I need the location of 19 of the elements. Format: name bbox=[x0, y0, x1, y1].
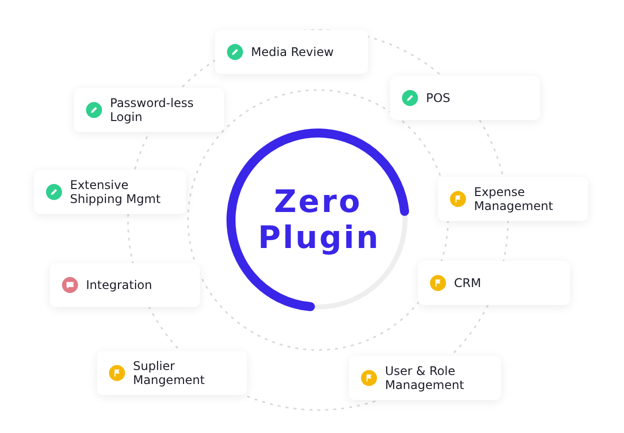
feature-card bbox=[349, 356, 501, 400]
feature-card bbox=[34, 170, 186, 214]
feature-card bbox=[50, 263, 200, 307]
feature-card bbox=[97, 351, 247, 395]
feature-label: CRM bbox=[454, 276, 482, 290]
feature-label: Extensive Shipping Mgmt bbox=[70, 178, 162, 206]
feature-label: Media Review bbox=[251, 45, 334, 59]
feature-card bbox=[390, 76, 540, 120]
feature-label: Expense Management bbox=[474, 185, 554, 213]
feature-card bbox=[438, 177, 588, 221]
feature-label: Password-less Login bbox=[110, 96, 195, 124]
feature-card bbox=[74, 88, 224, 132]
feature-label: POS bbox=[426, 91, 450, 105]
feature-label: Integration bbox=[86, 278, 152, 292]
center-title: Zero Plugin bbox=[258, 184, 378, 256]
feature-label: Suplier Mangement bbox=[133, 359, 206, 387]
feature-card bbox=[418, 261, 570, 305]
feature-label: User & Role Management bbox=[385, 364, 466, 392]
feature-card bbox=[215, 30, 368, 74]
